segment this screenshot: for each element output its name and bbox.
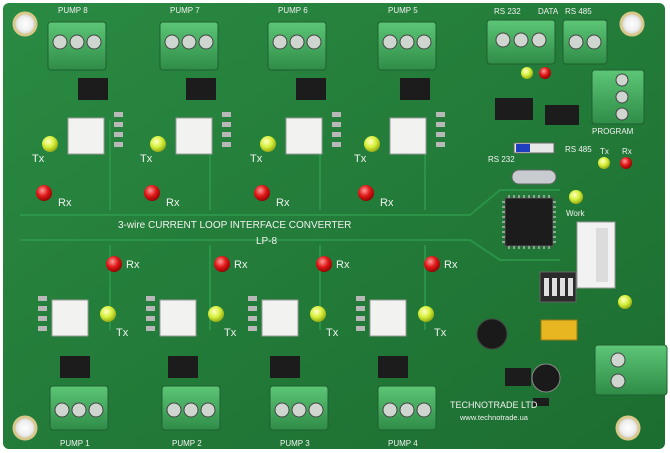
capacitor: [476, 318, 508, 350]
capacitor: [531, 363, 561, 393]
led-rx: [620, 157, 632, 169]
led-rx: [358, 185, 374, 201]
led-tx: [418, 306, 434, 322]
tx-label: Tx: [354, 153, 367, 165]
led-rx: [144, 185, 160, 201]
pump-terminal-top: [377, 21, 437, 71]
led-work: [569, 190, 583, 204]
led-tx: [310, 306, 326, 322]
led-tx: [150, 136, 166, 152]
data-label: DATA: [538, 7, 559, 16]
mounting-hole: [615, 415, 641, 441]
mounting-hole: [12, 11, 38, 37]
power-terminal: [594, 344, 668, 396]
tx-label: Tx: [224, 327, 237, 339]
tx-label: Tx: [250, 153, 263, 165]
board-title: 3-wire CURRENT LOOP INTERFACE CONVERTER: [118, 220, 351, 231]
led-rx: [316, 256, 332, 272]
rx-label: Rx: [444, 259, 458, 271]
rx-label: Rx: [336, 259, 350, 271]
tx-label: Tx: [116, 327, 129, 339]
pump-terminal-bottom: [161, 385, 221, 431]
pump-terminal-top: [47, 21, 107, 71]
pump-terminal-bottom: [269, 385, 329, 431]
diode: [533, 398, 549, 406]
led-rx: [254, 185, 270, 201]
maker-label: TECHNOTRADE LTD: [450, 400, 538, 410]
rx-label: Rx: [126, 259, 140, 271]
led-data: [539, 67, 551, 79]
led-tx: [42, 136, 58, 152]
pin-header: [576, 221, 616, 289]
led-rx: [424, 256, 440, 272]
rs232-terminal: [486, 19, 556, 65]
led-rx: [106, 256, 122, 272]
tx-label: Tx: [32, 153, 45, 165]
work-label: Work: [566, 209, 586, 218]
rx-label: Rx: [58, 197, 72, 209]
led-rx: [214, 256, 230, 272]
rx-label: Rx: [276, 197, 290, 209]
rx-label: Rx: [380, 197, 394, 209]
led-tx: [100, 306, 116, 322]
pump-label: PUMP 8: [58, 6, 88, 15]
pump-label: PUMP 5: [388, 6, 418, 15]
tx-label: Tx: [434, 327, 447, 339]
rx-label: Rx: [166, 197, 180, 209]
tx-label: Tx: [326, 327, 339, 339]
pump-label: PUMP 7: [170, 6, 200, 15]
led-data: [521, 67, 533, 79]
tantalum-capacitor: [540, 319, 578, 341]
website-label: www.technotrade.ua: [459, 413, 529, 422]
switch-rs485-label: RS 485: [565, 145, 592, 154]
pump-label: PUMP 1: [60, 439, 90, 448]
regulator: [505, 368, 531, 386]
rs485-label: RS 485: [565, 7, 592, 16]
pump-terminal-top: [267, 21, 327, 71]
rx-label: Rx: [622, 147, 632, 156]
rs232-label: RS 232: [494, 7, 521, 16]
led-tx: [598, 157, 610, 169]
led-tx: [260, 136, 276, 152]
pump-label: PUMP 3: [280, 439, 310, 448]
mcu-chip: [502, 195, 556, 249]
led-rx: [36, 185, 52, 201]
rs485-terminal: [562, 19, 608, 65]
pump-terminal-bottom: [49, 385, 109, 431]
switch-rs232-label: RS 232: [488, 155, 515, 164]
ic-rs232: [495, 98, 533, 120]
pump-terminal-bottom: [377, 385, 437, 431]
mode-switch[interactable]: [513, 142, 555, 154]
dip-switch[interactable]: [539, 271, 577, 303]
led-tx: [208, 306, 224, 322]
program-label: PROGRAM: [592, 127, 634, 136]
board-model: LP-8: [256, 236, 278, 247]
mounting-hole: [619, 11, 645, 37]
rx-label: Rx: [234, 259, 248, 271]
tx-label: Tx: [140, 153, 153, 165]
mounting-hole: [12, 415, 38, 441]
tx-label: Tx: [600, 147, 609, 156]
crystal: [511, 169, 557, 185]
pump-label: PUMP 6: [278, 6, 308, 15]
pump-label: PUMP 4: [388, 439, 418, 448]
pump-terminal-top: [159, 21, 219, 71]
led-tx: [364, 136, 380, 152]
program-terminal: [591, 69, 645, 125]
ic-rs485: [545, 105, 579, 125]
led-power: [618, 295, 632, 309]
pump-label: PUMP 2: [172, 439, 202, 448]
